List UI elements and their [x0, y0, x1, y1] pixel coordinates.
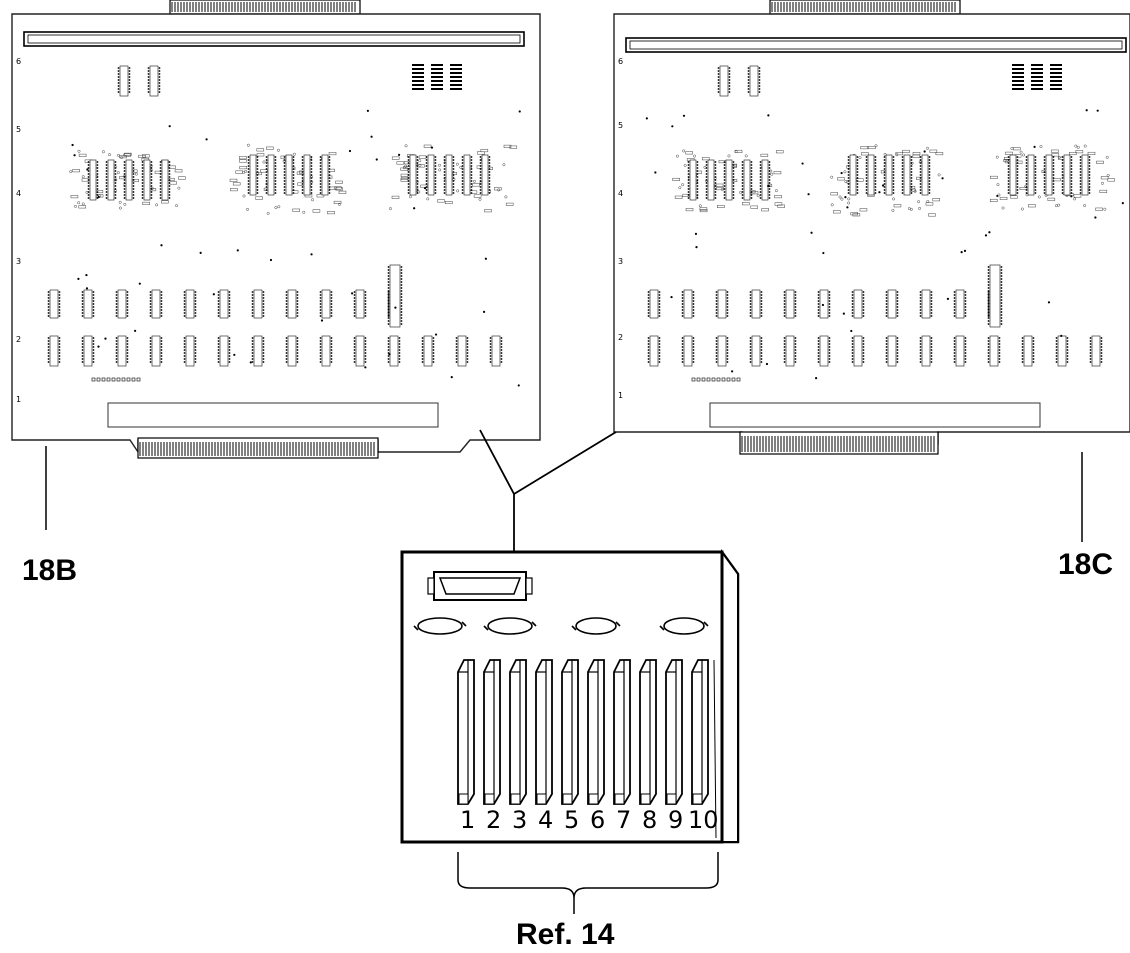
slot-number-1: 1 — [460, 806, 476, 834]
slot-group-bracket — [457, 852, 719, 899]
slot-number-4: 4 — [538, 806, 554, 834]
callout-ref-14: Ref. 14 — [516, 918, 615, 951]
svg-text:1: 1 — [618, 391, 623, 400]
card-slot-6 — [587, 659, 605, 805]
svg-text:6: 6 — [618, 57, 623, 66]
card-slot-2 — [483, 659, 501, 805]
slot-number-7: 7 — [616, 806, 632, 834]
board-18c-outline — [613, 13, 1130, 445]
svg-text:3: 3 — [618, 257, 623, 266]
board-18c-card-guide — [709, 402, 1041, 428]
slot-number-3: 3 — [512, 806, 528, 834]
slot-number-9: 9 — [668, 806, 684, 834]
slot-number-8: 8 — [642, 806, 658, 834]
slot-number-6: 6 — [590, 806, 606, 834]
svg-text:5: 5 — [618, 121, 623, 130]
board-18c-top-rail — [625, 37, 1127, 53]
small-round-connectors — [413, 617, 709, 635]
circuit-board-18b: 6 5 4 3 2 1 — [11, 0, 541, 530]
board-18c-bottom-edge-connector — [739, 431, 939, 455]
card-slot-7 — [613, 659, 631, 805]
card-slot-8 — [639, 659, 657, 805]
board-18b-card-guide — [107, 402, 439, 428]
card-slot-10 — [691, 659, 709, 805]
board-18b-outline — [11, 13, 541, 455]
callout-18c: 18C — [1058, 548, 1114, 581]
card-cage-chassis — [400, 548, 740, 914]
card-slot-9 — [665, 659, 683, 805]
card-slot-1 — [457, 659, 475, 805]
svg-text:2: 2 — [16, 335, 21, 344]
board-18b-top-rail — [23, 31, 525, 47]
d-sub-connector — [427, 571, 533, 601]
slot-number-2: 2 — [486, 806, 502, 834]
card-slot-4 — [535, 659, 553, 805]
board-18b-bottom-edge-connector — [137, 437, 379, 459]
card-slot-5 — [561, 659, 579, 805]
svg-text:6: 6 — [16, 57, 21, 66]
svg-text:5: 5 — [16, 125, 21, 134]
slot-number-10: 10 — [688, 806, 719, 834]
circuit-board-18c: 6 5 4 3 2 1 — [613, 0, 1130, 542]
svg-text:3: 3 — [16, 257, 21, 266]
card-slot-3 — [509, 659, 527, 805]
callout-18b: 18B — [22, 554, 78, 587]
svg-text:4: 4 — [618, 189, 623, 198]
slot-number-5: 5 — [564, 806, 580, 834]
svg-text:2: 2 — [618, 333, 623, 342]
board-18b-top-connector-pins — [171, 2, 356, 12]
svg-text:1: 1 — [16, 395, 21, 404]
card-slots — [457, 659, 709, 805]
svg-text:4: 4 — [16, 189, 21, 198]
